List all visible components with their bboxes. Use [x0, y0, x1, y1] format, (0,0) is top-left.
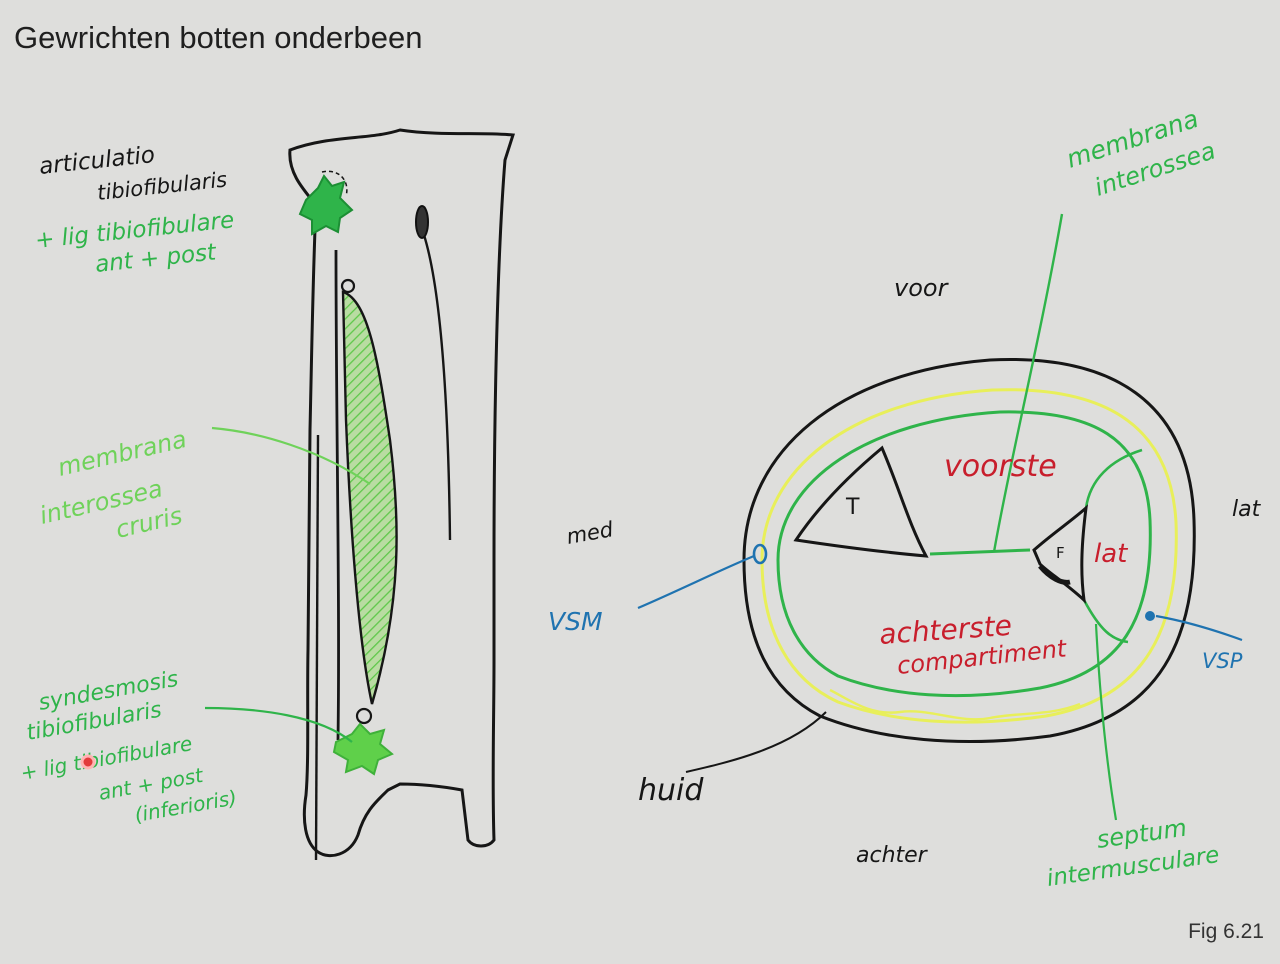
label-huid: huid	[638, 773, 704, 808]
vsm-leader-line	[637, 554, 755, 610]
membrane-leader-to-label	[992, 213, 1064, 553]
distal-ligament-blob	[332, 722, 394, 776]
fibula-line-lateral	[314, 434, 320, 861]
vsp-vein	[1145, 611, 1155, 621]
leg-bones-diagram: articulatio tibiofibularis + lig tibiofi…	[19, 128, 515, 861]
membrane-bottom-circle	[355, 707, 373, 725]
label-achter: achter	[856, 843, 929, 868]
tibia-cross-section	[793, 445, 929, 558]
label-vsm: VSM	[548, 607, 603, 636]
proximal-ligament-blob	[298, 174, 354, 236]
membrana-leader-line	[211, 426, 371, 485]
skin-outline	[742, 357, 1196, 744]
label-med: med	[565, 517, 616, 549]
label-vsp: VSP	[1202, 649, 1243, 673]
label-voor: voor	[894, 274, 950, 302]
membrana-interossea-line	[929, 548, 1031, 556]
pointer-dot	[80, 754, 96, 770]
deep-fascia-green	[776, 410, 1152, 698]
figure-label: Fig 6.21	[1188, 920, 1264, 943]
fibula-shading	[1038, 564, 1071, 585]
label-voorste: voorste	[944, 449, 1057, 484]
vsm-vein	[752, 543, 768, 565]
septum-anterior-lateral	[1084, 448, 1143, 509]
label-tibia: T	[845, 495, 860, 520]
septum-leader-line	[1094, 623, 1118, 821]
vsp-leader-line	[1155, 614, 1243, 642]
label-lat-outer: lat	[1232, 497, 1262, 522]
membrane-top-circle	[340, 278, 356, 294]
fascia-yellow-layer	[760, 388, 1178, 724]
membrana-interossea-hatched	[341, 290, 398, 705]
label-articulatio: articulatio	[38, 142, 156, 180]
fat-yellow-blobs	[829, 688, 1081, 721]
septum-posterior-lateral	[1082, 599, 1129, 644]
foramen-mark	[415, 205, 429, 239]
label-fibula: F	[1056, 544, 1065, 562]
cross-section-diagram: voor achter med lat T F voorste lat acht…	[548, 104, 1262, 892]
label-intermusculare: intermusculare	[1045, 842, 1221, 892]
label-membrana: membrana	[55, 425, 189, 482]
syndesmosis-leader-line	[204, 706, 353, 743]
fibula-line	[334, 249, 340, 741]
huid-leader-line	[685, 711, 827, 773]
label-tibiofibularis: tibiofibularis	[96, 167, 228, 205]
proximal-joint-dashed	[321, 170, 348, 197]
tibia-outline	[288, 128, 515, 858]
label-lat-compartment: lat	[1094, 539, 1128, 569]
slide-title: Gewrichten botten onderbeen	[14, 20, 423, 55]
tibia-ridge-line	[422, 234, 452, 541]
